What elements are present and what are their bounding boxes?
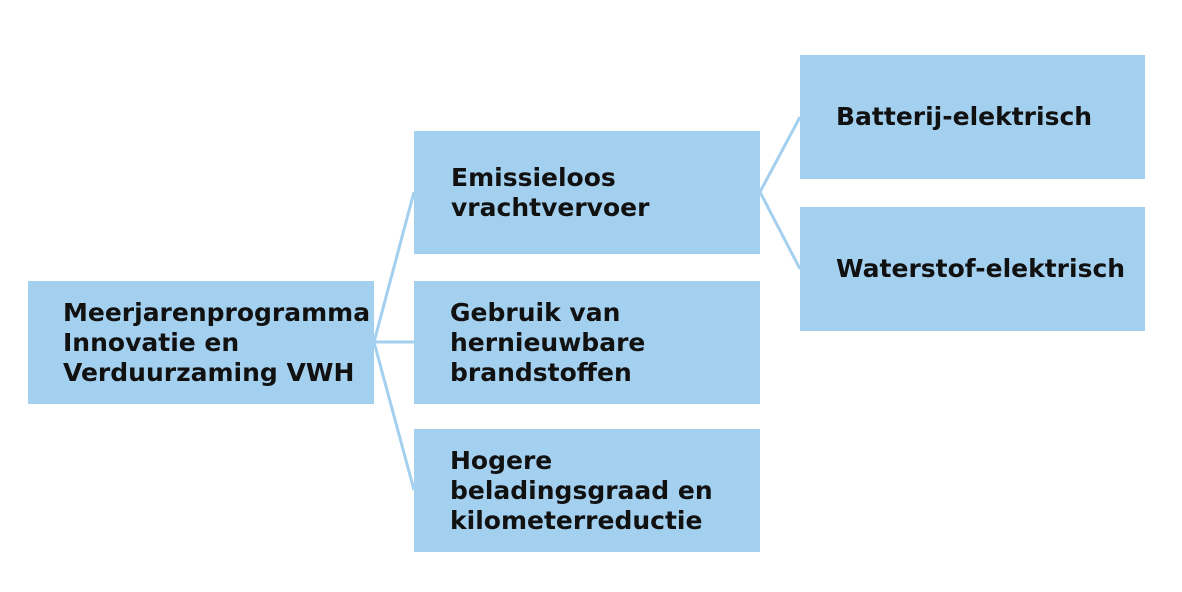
- node-label-line: kilometerreductie: [450, 505, 703, 535]
- node-label-line: vrachtvervoer: [451, 192, 650, 222]
- node-label-line: brandstoffen: [450, 357, 632, 387]
- node-label-line: Batterij-elektrisch: [836, 102, 1093, 131]
- node-label-line: Gebruik van: [450, 297, 621, 327]
- node-label: Batterij-elektrisch: [836, 102, 1092, 132]
- node-label: Emissieloos vrachtvervoer: [451, 163, 649, 223]
- connector-emissieloos-to-batterij: [758, 116, 802, 193]
- node-hogere-beladingsgraad: Hogere beladingsgraad en kilometerreduct…: [414, 429, 760, 552]
- node-batterij-elektrisch: Batterij-elektrisch: [800, 55, 1145, 179]
- node-label-line: Emissieloos: [451, 162, 616, 192]
- node-label-line: Verduurzaming VWH: [63, 357, 355, 387]
- node-gebruik-hernieuwbare-brandstoffen: Gebruik van hernieuwbare brandstoffen: [414, 281, 760, 404]
- node-label-line: Hogere: [450, 445, 553, 475]
- node-emissieloos-vrachtvervoer: Emissieloos vrachtvervoer: [414, 131, 760, 254]
- node-label: Waterstof-elektrisch: [836, 254, 1125, 284]
- connector-emissieloos-to-waterstof: [758, 191, 802, 270]
- node-waterstof-elektrisch: Waterstof-elektrisch: [800, 207, 1145, 331]
- node-label-line: Innovatie en: [63, 327, 240, 357]
- node-label: Meerjarenprogramma Innovatie en Verduurz…: [63, 298, 370, 388]
- connector-root-to-hogere: [372, 341, 416, 491]
- root-node-meerjarenprogramma: Meerjarenprogramma Innovatie en Verduurz…: [28, 281, 374, 404]
- node-label-line: Meerjarenprogramma: [63, 297, 371, 327]
- node-label-line: Waterstof-elektrisch: [836, 254, 1126, 283]
- node-label: Gebruik van hernieuwbare brandstoffen: [450, 298, 645, 388]
- node-label-line: beladingsgraad en: [450, 475, 713, 505]
- node-label: Hogere beladingsgraad en kilometerreduct…: [450, 446, 713, 536]
- node-label-line: hernieuwbare: [450, 327, 646, 357]
- connector-root-to-emissieloos: [372, 191, 416, 343]
